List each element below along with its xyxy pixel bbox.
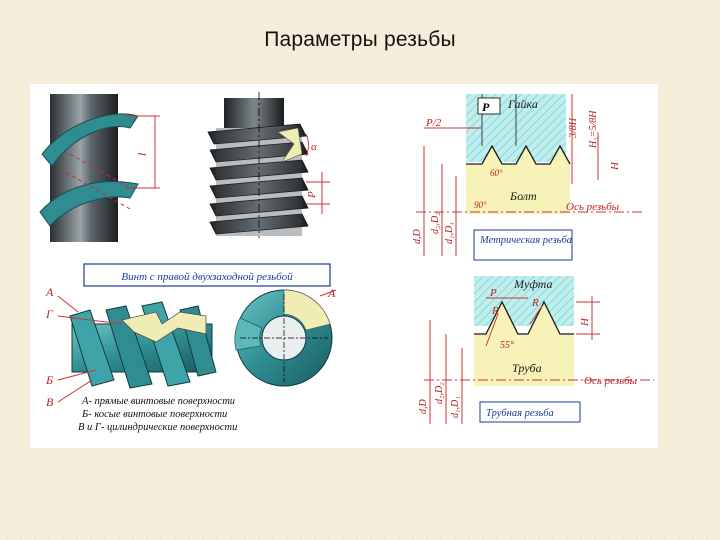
pipe-label: Труба bbox=[512, 361, 542, 375]
pipe-pitch-label: P bbox=[489, 287, 497, 299]
pipe-region bbox=[474, 302, 574, 386]
helix-guide-line bbox=[69, 153, 131, 189]
pipe-axis-label: Ось резьбы bbox=[584, 375, 638, 387]
legend-line-3: В и Г- цилиндрические поверхности bbox=[78, 422, 237, 433]
lead-label: l bbox=[135, 152, 149, 156]
coupling-label: Муфта bbox=[513, 277, 553, 291]
metric-angle-label: 60° bbox=[490, 168, 503, 178]
metric-h38-label: 3/8H bbox=[568, 117, 579, 139]
pipe-h-label: H bbox=[579, 317, 591, 327]
half-pitch-label: P/2 bbox=[425, 117, 442, 129]
pitch-label: P bbox=[306, 191, 318, 199]
thread-parameters-figure: l α P Винт с правой двухзаходной резьбой bbox=[30, 84, 658, 448]
pipe-caption: Трубная резьба bbox=[486, 408, 554, 419]
double-thread-caption-box bbox=[83, 263, 331, 287]
threaded-bolt-illustration: α P bbox=[207, 92, 330, 238]
thread-profile-cutout bbox=[277, 127, 303, 163]
metric-axis-label: Ось резьбы bbox=[566, 201, 620, 213]
legend-line-2: Б- косые винтовые поверхности bbox=[81, 409, 227, 420]
surface-label-g: Г bbox=[45, 307, 54, 321]
pipe-d-inner: d₁,D₁ bbox=[450, 396, 461, 418]
helix-strip-upper bbox=[41, 113, 139, 167]
bolt-region bbox=[466, 146, 570, 214]
metric-caption: Метрическая резьба bbox=[479, 235, 572, 246]
slide-title: Параметры резьбы bbox=[264, 28, 456, 51]
pipe-thread-profile: Муфта P R R 55° Труба Ось резьбы d,D d₂,… bbox=[418, 276, 654, 424]
double-start-screw-section: Винт с правой двухзаходной резьбой А Г Б… bbox=[45, 263, 337, 433]
surface-label-v: В bbox=[46, 395, 54, 409]
surface-label-b: Б bbox=[45, 373, 53, 387]
coupling-region bbox=[474, 276, 574, 326]
pipe-angle-label: 55° bbox=[500, 340, 514, 351]
metric-thread-profile: P Гайка P/2 60° 90° Болт Ось резьбы d,D … bbox=[412, 94, 642, 261]
bolt-label: Болт bbox=[509, 189, 537, 203]
pipe-caption-box bbox=[479, 401, 581, 423]
pipe-radius-label-1: R bbox=[491, 305, 499, 317]
pipe-d-outer: d,D bbox=[418, 399, 429, 415]
nut-label: Гайка bbox=[507, 97, 538, 111]
metric-h-label: H bbox=[609, 161, 621, 171]
metric-pitch-label: P bbox=[482, 100, 490, 114]
legend-line-1: А- прямые винтовые поверхности bbox=[81, 396, 235, 407]
pipe-profile-line bbox=[474, 300, 574, 335]
thread-diagrams-svg: l α P Винт с правой двухзаходной резьбой bbox=[39, 92, 654, 433]
metric-profile-line bbox=[466, 144, 571, 165]
metric-d-inner: d₁,D₁ bbox=[444, 222, 455, 244]
profile-angle-label: α bbox=[311, 141, 317, 153]
metric-h1-label: H₁=5/8H bbox=[588, 110, 599, 149]
metric-root-angle: 90° bbox=[474, 200, 487, 210]
metric-caption-box bbox=[473, 229, 573, 261]
pipe-radius-label-2: R bbox=[531, 297, 539, 309]
pipe-d-mid: d₂,D₂ bbox=[434, 382, 445, 404]
surface-label-a-right: А bbox=[327, 286, 336, 300]
screw-profile-cutout bbox=[121, 311, 207, 343]
metric-d-outer: d,D bbox=[412, 229, 423, 245]
bolt-head bbox=[224, 98, 284, 128]
helix-strip-lower bbox=[39, 181, 139, 227]
metric-d-mid: d₂,D₂ bbox=[430, 212, 441, 234]
surface-label-a-left: А bbox=[45, 285, 54, 299]
double-thread-caption: Винт с правой двухзаходной резьбой bbox=[121, 271, 293, 283]
helix-cylinder-illustration: l bbox=[39, 94, 160, 242]
